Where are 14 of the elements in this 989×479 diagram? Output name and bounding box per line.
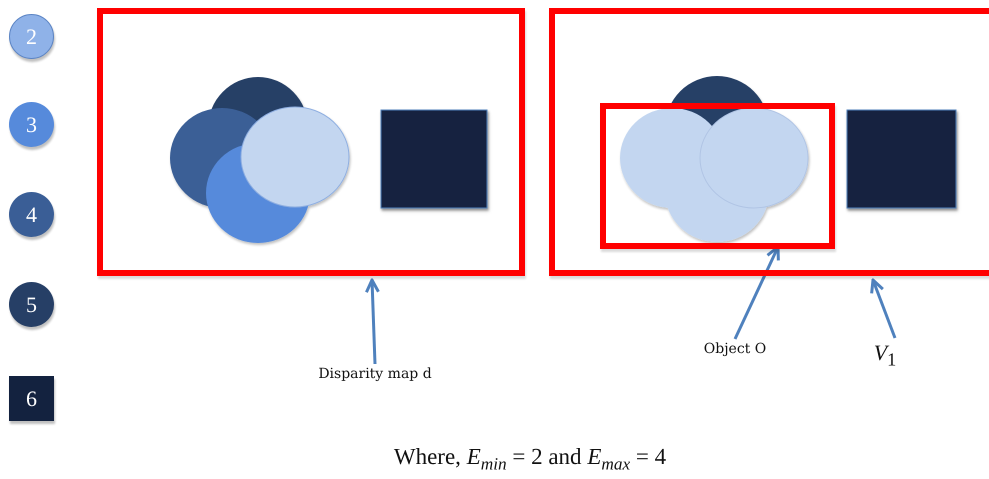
numbered-square: 6 [9,376,54,421]
numbered-circle: 4 [9,192,54,237]
frame-box [549,8,989,276]
numbered-circle: 2 [9,14,54,59]
numbered-circle: 3 [9,102,54,147]
callout-label: V$_{1}$ [860,340,910,370]
callout-label: Object O [675,341,795,363]
frame-box [97,8,525,276]
numbered-circle: 5 [9,282,54,327]
caption: Where, E$_{min}$ = 2 and E$_{max}$ = 4 [392,444,668,475]
callout-label: Disparity map d [290,366,460,388]
frame-box [600,103,835,249]
leader-arrow [364,278,380,364]
leader-arrow [870,278,896,339]
